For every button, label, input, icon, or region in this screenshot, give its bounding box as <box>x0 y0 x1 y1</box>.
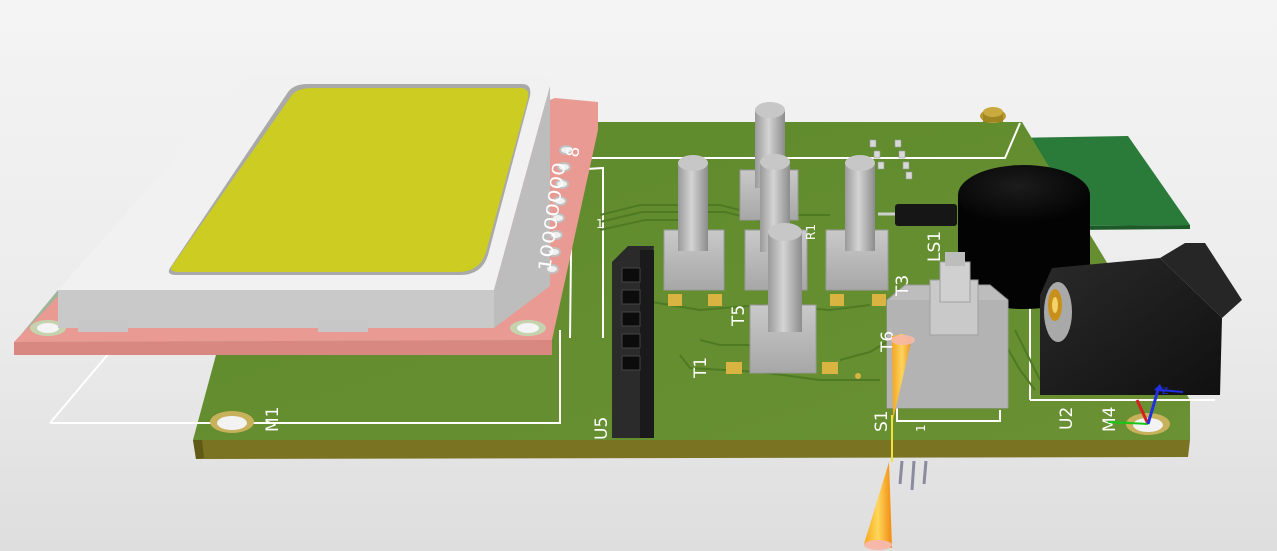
axis-x-line <box>1135 399 1150 425</box>
label-s1: S1 <box>872 410 892 432</box>
view-pivot-marker[interactable] <box>864 334 915 550</box>
tactile-button-right[interactable] <box>825 155 889 306</box>
label-t3: T3 <box>893 275 913 297</box>
lcd-screen <box>171 88 529 272</box>
axis-z-label: Z <box>1162 387 1168 397</box>
dc-power-jack-u2[interactable] <box>1040 243 1242 395</box>
label-ls1: LS1 <box>925 231 945 262</box>
axial-component[interactable] <box>878 204 957 226</box>
tactile-button-left[interactable] <box>663 155 725 306</box>
smd-components-cluster[interactable] <box>869 139 913 180</box>
axis-y-line <box>1107 421 1149 425</box>
label-m4: M4 <box>1100 407 1120 432</box>
label-u2: U2 <box>1057 407 1077 430</box>
tactile-button-front[interactable] <box>726 223 861 379</box>
lcd-module[interactable]: 10000000 8 <box>14 76 598 355</box>
axis-gizmo[interactable]: Z <box>1107 384 1184 425</box>
label-u5: U5 <box>592 417 612 440</box>
label-r1: R1 <box>804 224 818 240</box>
label-m1: M1 <box>263 407 283 432</box>
mounting-hole-m1[interactable] <box>210 411 254 433</box>
label-pin1-s1: 1 <box>914 424 928 432</box>
label-t5: T5 <box>729 305 749 327</box>
label-t1: T1 <box>691 357 711 379</box>
lcd-pin-last: 8 <box>563 145 584 159</box>
axis-z-line <box>1146 389 1160 425</box>
label-pin1-u5: 1 <box>596 217 604 231</box>
switch-leads <box>898 460 928 491</box>
pin-header-u5[interactable] <box>612 246 654 438</box>
mounting-hole-top[interactable] <box>980 107 1006 123</box>
